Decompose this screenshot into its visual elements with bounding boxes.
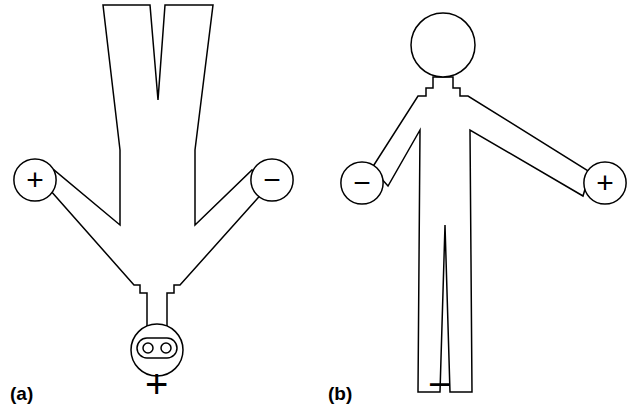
upright-body [372,77,590,392]
snout-hole [143,343,153,353]
panel-label: (a) [10,384,33,403]
charge-sign: + [13,158,57,202]
charge-sign: + [145,364,168,404]
charge-circle: + [583,161,627,205]
inverted-body [50,5,265,326]
charge-sign: − [428,364,451,404]
head-snout [137,338,177,358]
charge-sign: + [583,161,627,205]
panel-label: (b) [328,384,352,403]
upright-head [411,13,475,77]
charge-circle: + [13,158,57,202]
charge-circle: − [250,158,294,202]
charge-circle: − [340,161,384,205]
snout-hole [161,343,171,353]
charge-sign: − [250,158,294,202]
charge-sign: − [340,161,384,205]
